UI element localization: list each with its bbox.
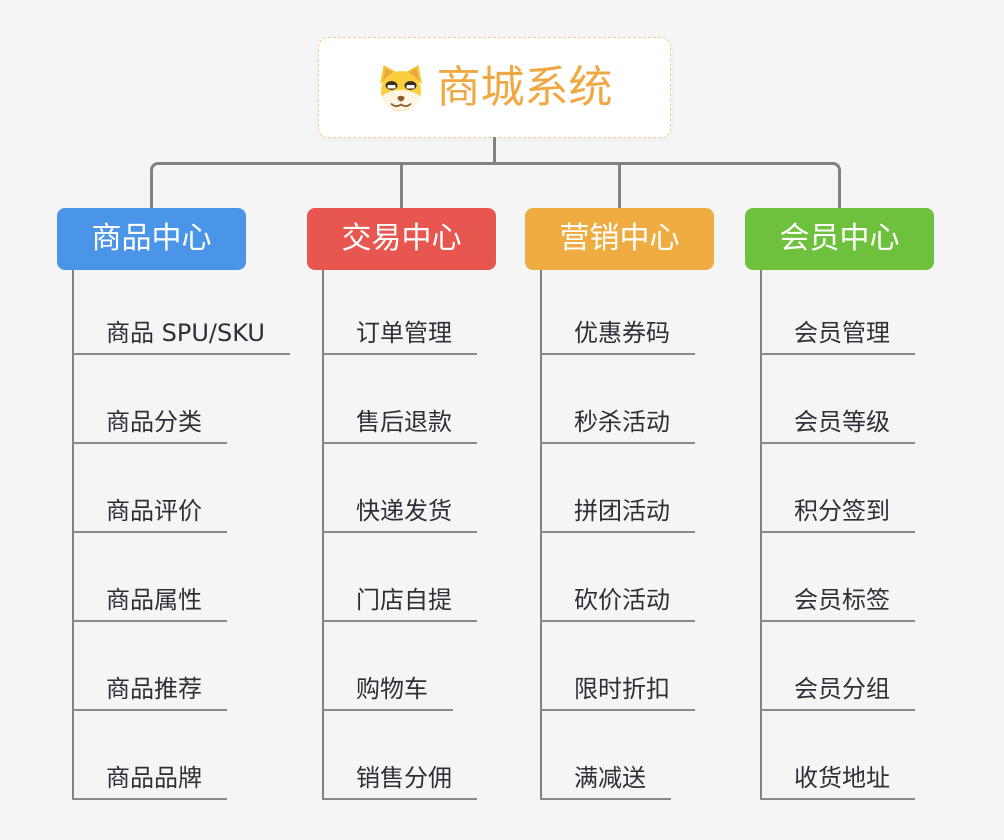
leaf-item[interactable]: 快递发货 bbox=[322, 495, 477, 533]
connector-root-stub bbox=[493, 137, 496, 165]
leaf-item[interactable]: 购物车 bbox=[322, 673, 453, 711]
leaf-item[interactable]: 商品属性 bbox=[72, 584, 227, 622]
connector-drop-branch-2 bbox=[400, 165, 403, 208]
leaf-item[interactable]: 会员分组 bbox=[760, 673, 915, 711]
leaf-item[interactable]: 满减送 bbox=[540, 762, 671, 800]
branch-trunk-line-3 bbox=[540, 270, 542, 800]
leaf-item[interactable]: 商品 SPU/SKU bbox=[72, 317, 290, 355]
root-title: 商城系统 bbox=[436, 61, 613, 113]
leaf-item[interactable]: 门店自提 bbox=[322, 584, 477, 622]
leaf-item[interactable]: 商品推荐 bbox=[72, 673, 227, 711]
branch-header-1[interactable]: 商品中心 bbox=[57, 208, 246, 270]
branch-trunk-line-1 bbox=[72, 270, 74, 800]
connector-drop-branch-3 bbox=[618, 165, 621, 208]
branch-trunk-line-4 bbox=[760, 270, 762, 800]
leaf-item[interactable]: 优惠券码 bbox=[540, 317, 695, 355]
leaf-item[interactable]: 积分签到 bbox=[760, 495, 915, 533]
branch-header-4[interactable]: 会员中心 bbox=[745, 208, 934, 270]
connector-horizontal-frame bbox=[150, 162, 841, 208]
leaf-item[interactable]: 订单管理 bbox=[322, 317, 477, 355]
leaf-item[interactable]: 售后退款 bbox=[322, 406, 477, 444]
leaf-item[interactable]: 销售分佣 bbox=[322, 762, 477, 800]
leaf-item[interactable]: 商品品牌 bbox=[72, 762, 227, 800]
leaf-item[interactable]: 拼团活动 bbox=[540, 495, 695, 533]
leaf-item[interactable]: 会员标签 bbox=[760, 584, 915, 622]
leaf-item[interactable]: 商品评价 bbox=[72, 495, 227, 533]
branch-header-3[interactable]: 营销中心 bbox=[525, 208, 714, 270]
leaf-item[interactable]: 收货地址 bbox=[760, 762, 915, 800]
leaf-item[interactable]: 商品分类 bbox=[72, 406, 227, 444]
root-node[interactable]: 商城系统 bbox=[318, 37, 671, 138]
leaf-item[interactable]: 会员管理 bbox=[760, 317, 915, 355]
branch-trunk-line-2 bbox=[322, 270, 324, 800]
dog-face-icon bbox=[377, 63, 425, 113]
leaf-item[interactable]: 秒杀活动 bbox=[540, 406, 695, 444]
leaf-item[interactable]: 限时折扣 bbox=[540, 673, 695, 711]
leaf-item[interactable]: 砍价活动 bbox=[540, 584, 695, 622]
branch-header-2[interactable]: 交易中心 bbox=[307, 208, 496, 270]
leaf-item[interactable]: 会员等级 bbox=[760, 406, 915, 444]
